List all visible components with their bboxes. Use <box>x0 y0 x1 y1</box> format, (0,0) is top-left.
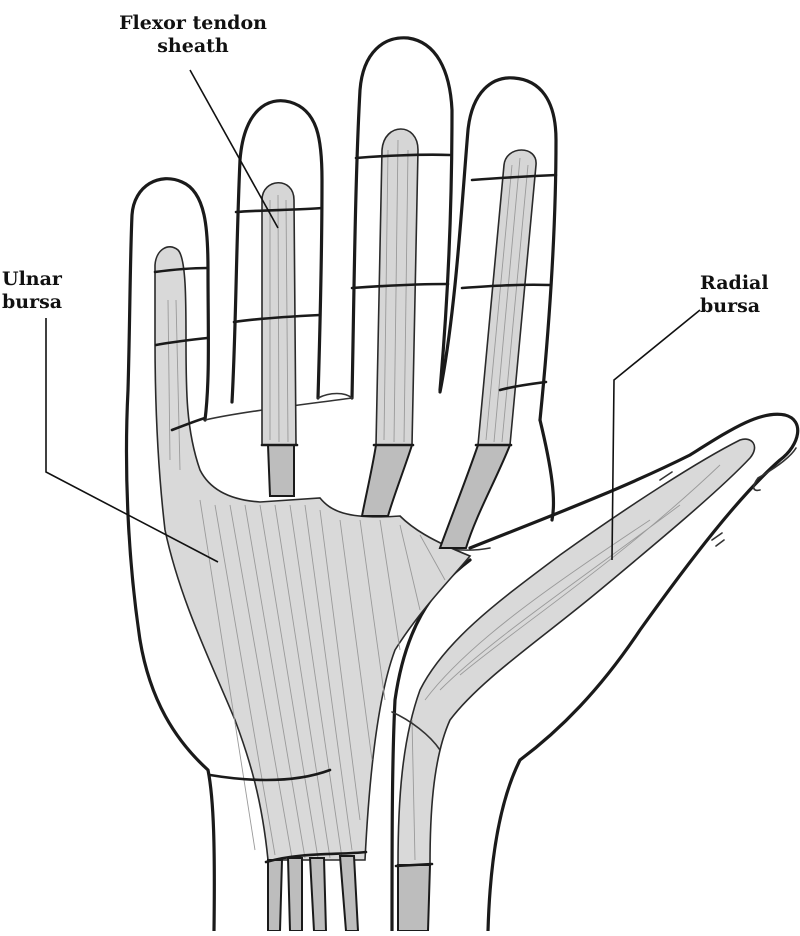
ulnar-wrist-tendons <box>266 852 366 931</box>
radial-bursa-shape <box>398 439 755 865</box>
flexor-label-line-1: Flexor tendon <box>108 12 278 35</box>
palm-ulnar-edge <box>140 640 214 931</box>
ulnar-bursa-label: Ulnar bursa <box>2 268 74 314</box>
thumb-nail <box>754 448 796 490</box>
flexor-sheath-leader <box>190 70 278 228</box>
ulnar-label-line-1: Ulnar <box>2 268 74 291</box>
flexor-label-line-2: sheath <box>108 35 278 58</box>
radial-wrist-tendon <box>398 865 430 931</box>
radial-label-line-2: bursa <box>700 295 790 318</box>
palm-radial-edge <box>540 420 554 520</box>
thumb-outline <box>470 414 798 931</box>
radial-label-line-1: Radial <box>700 272 790 295</box>
index-finger-sheath <box>440 150 556 548</box>
ring-finger-sheath <box>234 183 322 496</box>
ulnar-label-line-2: bursa <box>2 291 74 314</box>
middle-finger-sheath <box>352 129 450 516</box>
flexor-tendon-sheath-label: Flexor tendon sheath <box>108 12 278 58</box>
radial-bursa-label: Radial bursa <box>700 272 790 318</box>
radial-bursa <box>392 439 755 931</box>
